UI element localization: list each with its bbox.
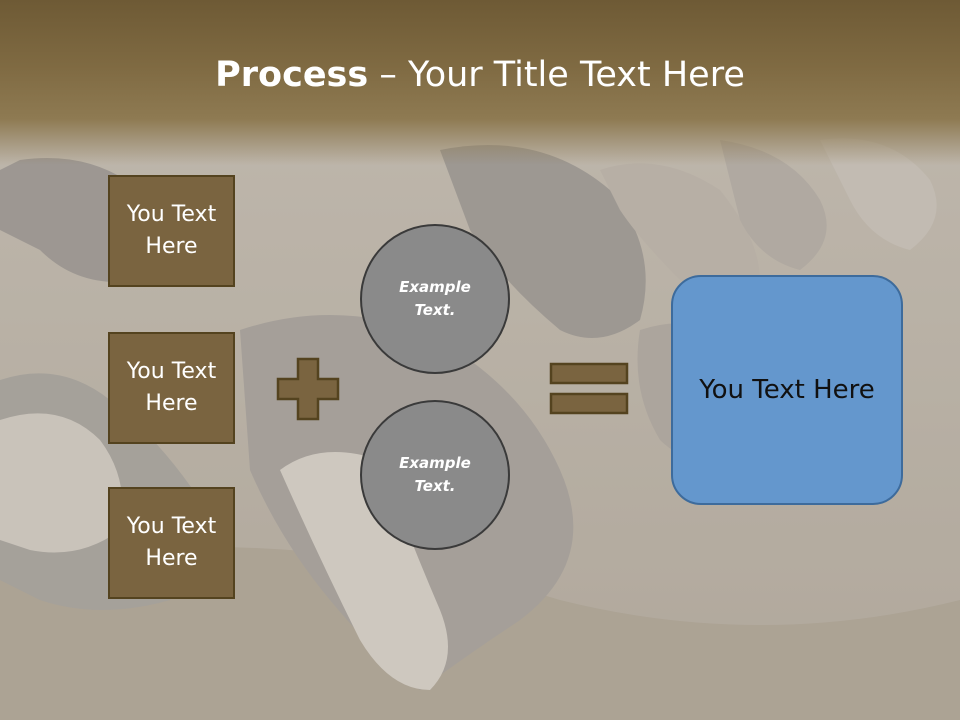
example-circle-2[interactable]: Example Text. bbox=[360, 400, 510, 550]
text-box-2[interactable]: You Text Here bbox=[108, 332, 235, 444]
slide-title: Process – Your Title Text Here bbox=[0, 52, 960, 98]
result-box-label: You Text Here bbox=[699, 375, 875, 405]
title-strong: Process bbox=[215, 55, 369, 95]
example-circle-1[interactable]: Example Text. bbox=[360, 224, 510, 374]
text-box-3[interactable]: You Text Here bbox=[108, 487, 235, 599]
text-box-1[interactable]: You Text Here bbox=[108, 175, 235, 287]
text-box-2-label: You Text Here bbox=[126, 359, 217, 416]
result-box[interactable]: You Text Here bbox=[671, 275, 903, 505]
text-box-1-label: You Text Here bbox=[126, 202, 217, 259]
text-box-3-label: You Text Here bbox=[126, 514, 217, 571]
equals-icon bbox=[549, 362, 629, 415]
title-band bbox=[0, 0, 960, 165]
example-circle-1-label: Example Text. bbox=[399, 278, 471, 319]
example-circle-2-label: Example Text. bbox=[399, 454, 471, 495]
title-rest: – Your Title Text Here bbox=[368, 55, 745, 95]
plus-icon bbox=[276, 357, 340, 421]
